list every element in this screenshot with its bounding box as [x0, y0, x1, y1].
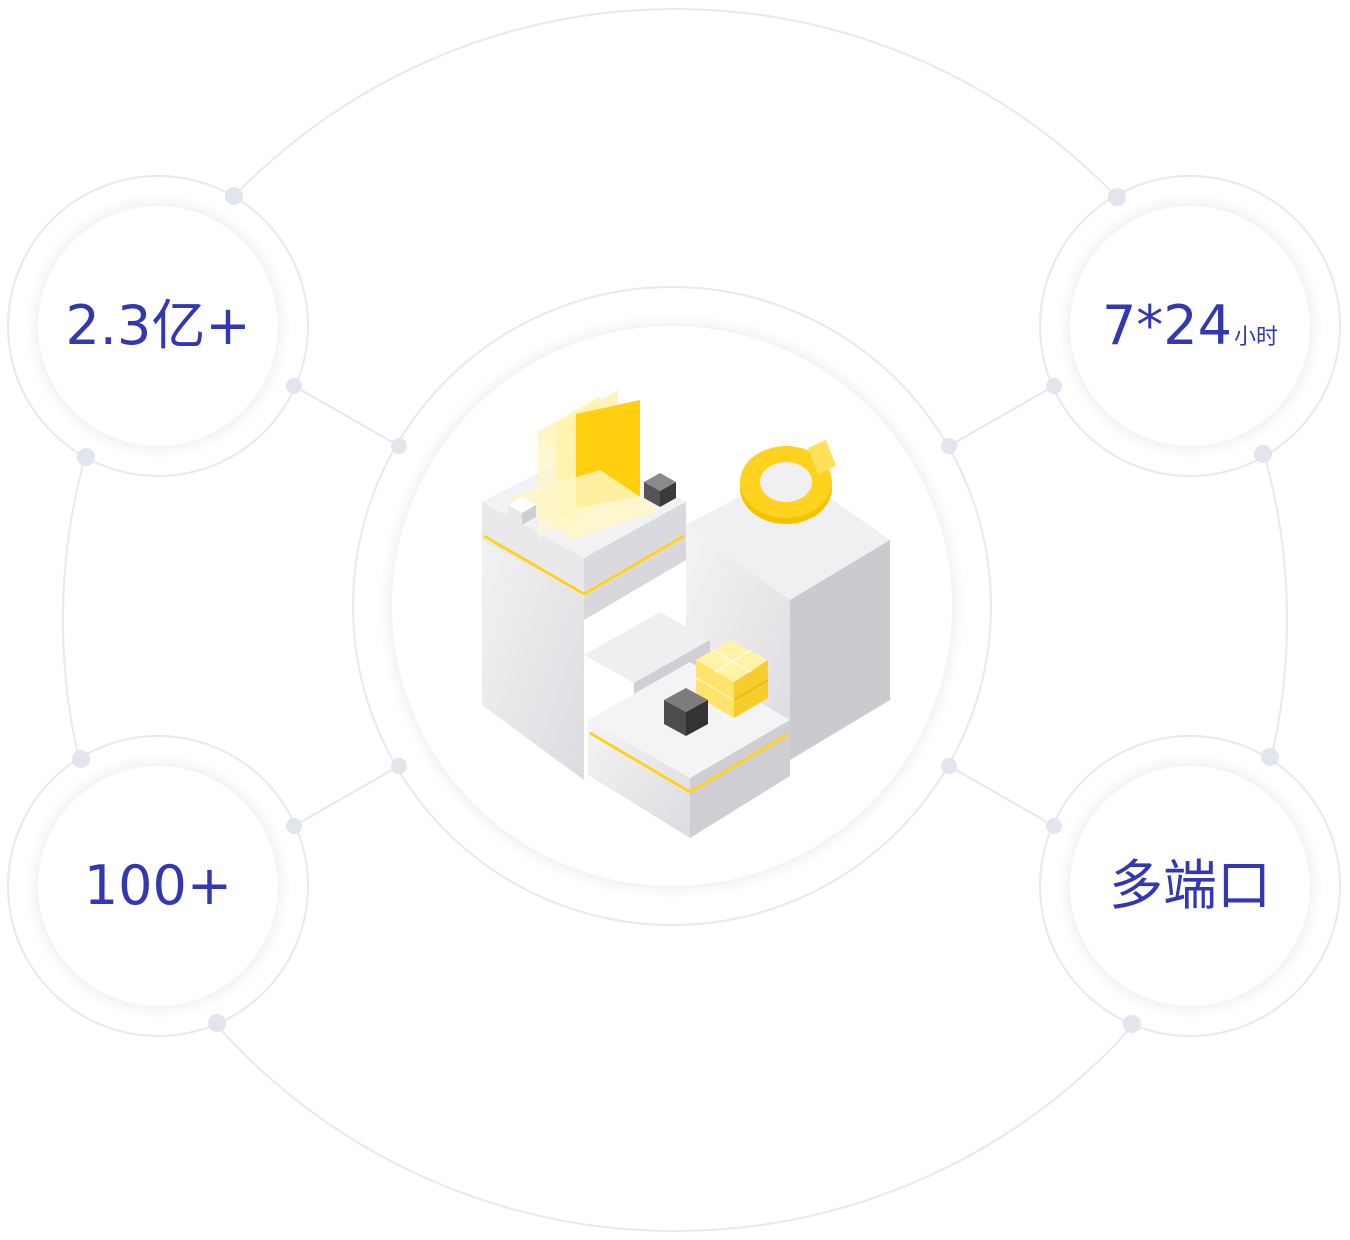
node-dot — [225, 187, 243, 205]
stat-users-value: 2.3亿+ — [65, 294, 251, 357]
screen-panel-icon — [512, 390, 660, 540]
cube-cluster-icon — [695, 640, 769, 718]
stat-count: 100+ — [38, 766, 278, 1006]
connector-tr — [948, 385, 1055, 447]
circle-top-left — [7, 175, 309, 477]
circle-top-right — [1039, 175, 1341, 477]
node-dot — [77, 448, 95, 466]
stat-service-hours: 7*24小时 — [1070, 206, 1310, 446]
stat-multi-platform-value: 多端口 — [1109, 854, 1271, 917]
stat-service-hours-unit: 小时 — [1234, 325, 1279, 350]
node-dot — [1046, 818, 1062, 834]
node-dot — [391, 438, 407, 454]
node-dot — [1046, 378, 1062, 394]
node-dot — [286, 818, 302, 834]
stat-users: 2.3亿+ — [38, 206, 278, 446]
connector-bl — [293, 765, 400, 827]
node-dot — [1108, 188, 1126, 206]
node-dot — [1261, 748, 1279, 766]
node-dot — [286, 378, 302, 394]
ring-chart-icon — [740, 440, 836, 524]
node-dot — [72, 750, 90, 768]
circle-bottom-left — [7, 735, 309, 1037]
node-dot — [391, 758, 407, 774]
stat-count-value: 100+ — [83, 854, 233, 917]
node-dot — [941, 758, 957, 774]
outer-orbit-ring — [62, 8, 1288, 1232]
node-dot — [1123, 1015, 1141, 1033]
stat-service-hours-value: 7*24 — [1101, 294, 1233, 357]
node-dot — [1254, 445, 1272, 463]
circle-bottom-right — [1039, 735, 1341, 1037]
connector-tl — [293, 385, 400, 447]
node-dot — [941, 438, 957, 454]
node-dots — [72, 187, 1279, 1033]
isometric-platform-illustration — [482, 390, 890, 838]
connector-br — [948, 765, 1055, 827]
stat-multi-platform: 多端口 — [1070, 766, 1310, 1006]
node-dot — [208, 1014, 226, 1032]
